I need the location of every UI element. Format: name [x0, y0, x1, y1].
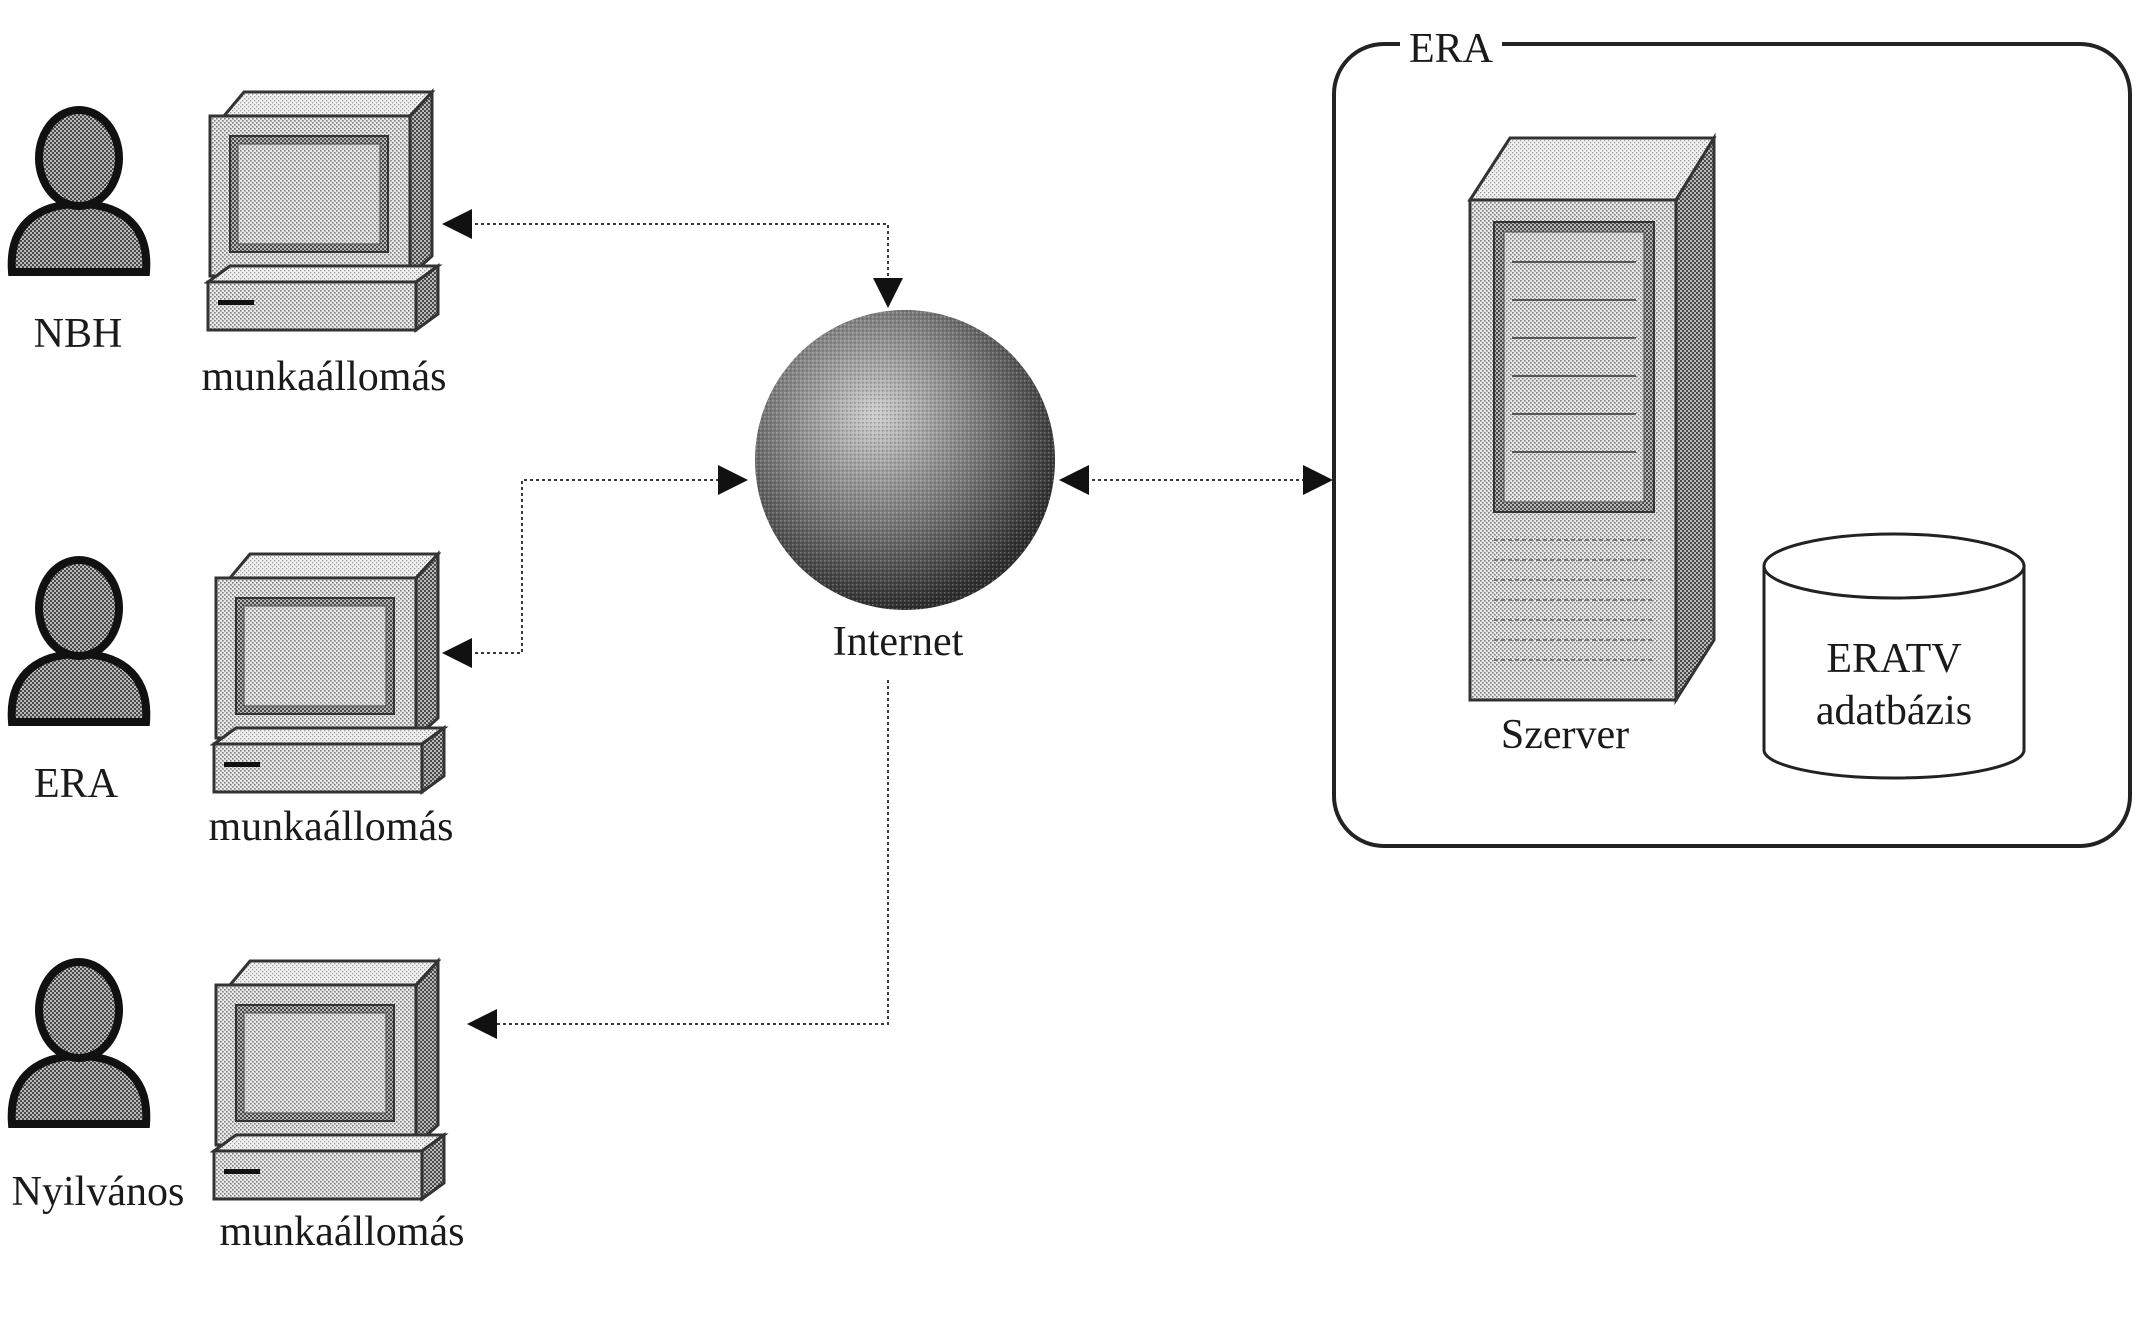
era-group-frame: [1332, 42, 2132, 848]
workstation-icon: [206, 90, 440, 332]
user-public: Nyilvános munkaállomás: [12, 959, 465, 1255]
user-label-nbh: NBH: [34, 311, 123, 357]
connector-nbh-internet: [442, 209, 903, 308]
era-group-title: ERA: [1409, 26, 1494, 72]
server-label: Szerver: [1501, 712, 1629, 758]
user-nbh: NBH munkaállomás: [12, 90, 447, 400]
workstation-icon: [212, 552, 446, 794]
workstation-label-era: munkaállomás: [209, 804, 454, 850]
person-icon: [12, 110, 147, 272]
person-icon: [12, 560, 147, 722]
person-icon: [12, 962, 147, 1124]
database-label-line2: adatbázis: [1816, 688, 1972, 734]
era-group: ERA: [1332, 24, 2132, 848]
connector-era-workstation-internet: [442, 465, 748, 668]
workstation-label-nbh: munkaállomás: [202, 354, 447, 400]
server-icon: [1467, 132, 1717, 706]
internet-node: Internet: [755, 310, 1055, 665]
user-label-public: Nyilvános: [12, 1169, 185, 1215]
user-era: ERA munkaállomás: [12, 552, 454, 850]
connector-internet-public: [467, 680, 889, 1039]
workstation-label-public: munkaállomás: [220, 1209, 465, 1255]
user-label-era: ERA: [34, 761, 119, 807]
workstation-icon: [212, 959, 446, 1201]
database-label-line1: ERATV: [1826, 636, 1961, 682]
internet-label: Internet: [833, 619, 964, 665]
database-icon: [1762, 532, 2026, 780]
connector-lines: [442, 209, 1333, 1039]
